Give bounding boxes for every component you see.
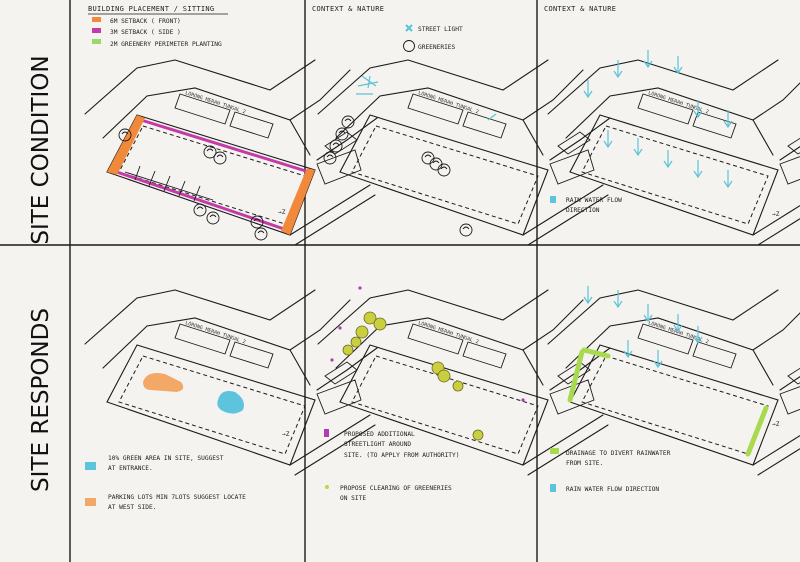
- note-line: 10% GREEN AREA IN SITE, SUGGEST: [108, 455, 224, 462]
- note-line: SITE. (TO APPLY FROM AUTHORITY): [344, 452, 459, 459]
- note-clear-greeneries: PROPOSE CLEARING OF GREENERIES ON SITE: [325, 485, 452, 502]
- panel-response-green-parking: LORONG MERAH TUNGAL 2 →Z 10% GREEN AREA …: [84, 289, 378, 511]
- note-line: AT ENTRANCE.: [108, 465, 153, 472]
- note-drainage: DRAINAGE TO DIVERT RAINWATER FROM SITE.: [550, 448, 671, 467]
- legend: STREET LIGHT GREENERIES: [403, 24, 463, 52]
- legend-swatch-rainwater: [550, 196, 556, 203]
- front-setback-band: [107, 115, 145, 175]
- note-swatch: [550, 484, 556, 492]
- panel-building-placement: BUILDING PLACEMENT / SITTING 6M SETBACK …: [84, 5, 378, 246]
- road-label: LORONG MERAH TUNGAL 2: [647, 90, 709, 115]
- rainwater-arrows: [583, 49, 733, 188]
- north-arrow: →Z: [772, 211, 780, 218]
- note-swatch: [325, 485, 329, 489]
- road-label: LORONG MERAH TUNGAL 2: [417, 320, 479, 345]
- note-line: RAIN WATER FLOW: [566, 197, 622, 204]
- note-swatch: [324, 429, 329, 437]
- note-rainwater: RAIN WATER FLOW DIRECTION: [550, 484, 659, 493]
- note-line: AT WEST SIDE.: [108, 504, 156, 511]
- note-line: STREETLIGHT AROUND: [344, 441, 411, 448]
- panel-response-drainage: LORONG MERAH TUNGAL 2 →Z DRAINAGE TO DIV…: [547, 285, 800, 493]
- legend-label: 6M SETBACK ( FRONT): [110, 18, 181, 25]
- trees-to-clear: [342, 311, 484, 441]
- tree-icon: [403, 40, 415, 52]
- road-label: LORONG MERAH TUNGAL 2: [184, 320, 246, 345]
- note-line: DIRECTION: [566, 207, 600, 214]
- streetlight-marks: [330, 286, 525, 402]
- panel-title: CONTEXT & NATURE: [544, 5, 616, 13]
- panel-title: CONTEXT & NATURE: [312, 5, 384, 13]
- note-line: PROPOSED ADDITIONAL: [344, 431, 415, 438]
- drainage-band: [567, 347, 769, 457]
- north-arrow: →Z: [278, 209, 286, 216]
- legend-label: STREET LIGHT: [418, 26, 463, 33]
- panel-title: BUILDING PLACEMENT / SITTING: [88, 5, 214, 13]
- green-area: [217, 391, 244, 414]
- legend-label: GREENERIES: [418, 44, 456, 51]
- note-swatch: [85, 462, 96, 470]
- side-setback-band: [110, 168, 288, 232]
- road-label: LORONG MERAH TUNGAL 2: [417, 90, 479, 115]
- front-setback-band: [281, 168, 315, 235]
- site-plan: LORONG MERAH TUNGAL 2: [317, 59, 611, 246]
- parking-area: [143, 373, 184, 392]
- site-plan: LORONG MERAH TUNGAL 2: [547, 49, 800, 246]
- note-line: PROPOSE CLEARING OF GREENERIES: [340, 485, 452, 492]
- site-plan: LORONG MERAH TUNGAL 2: [84, 289, 378, 476]
- side-setback-band: [140, 118, 310, 174]
- legend-swatch-side-setback: [92, 28, 101, 33]
- note-line: RAIN WATER FLOW DIRECTION: [566, 486, 659, 493]
- legend: 6M SETBACK ( FRONT) 3M SETBACK ( SIDE ) …: [92, 17, 222, 48]
- street-light-icon: [405, 24, 413, 32]
- road-label: LORONG MERAH TUNGAL 2: [184, 90, 246, 115]
- note-line: FROM SITE.: [566, 460, 603, 467]
- note-streetlight: PROPOSED ADDITIONAL STREETLIGHT AROUND S…: [324, 429, 459, 459]
- note-line: ON SITE: [340, 495, 366, 502]
- legend-swatch-front-setback: [92, 17, 101, 22]
- legend-swatch-perimeter-planting: [92, 39, 101, 44]
- note-green-area: 10% GREEN AREA IN SITE, SUGGEST AT ENTRA…: [85, 455, 224, 472]
- note-line: PARKING LOTS MIN 7LOTS SUGGEST LOCATE: [108, 494, 246, 501]
- note-swatch: [550, 448, 559, 454]
- north-arrow: →Z: [282, 431, 290, 438]
- row-label-site-responds: SITE RESPONDS: [28, 308, 54, 492]
- note-swatch: [85, 498, 96, 506]
- legend-label: 2M GREENERY PERIMETER PLANTING: [110, 41, 222, 48]
- legend-label: 3M SETBACK ( SIDE ): [110, 29, 181, 36]
- north-arrow: →Z: [772, 421, 780, 428]
- note-parking: PARKING LOTS MIN 7LOTS SUGGEST LOCATE AT…: [85, 494, 246, 511]
- panel-context-nature-2: CONTEXT & NATURE LORONG MERAH TUNGAL 2 R…: [544, 5, 800, 246]
- row-label-site-condition: SITE CONDITION: [28, 55, 54, 244]
- panel-response-lighting-greenery: LORONG MERAH TUNGAL 2 PROPOSED A: [317, 286, 611, 502]
- note-line: DRAINAGE TO DIVERT RAINWATER: [566, 450, 671, 457]
